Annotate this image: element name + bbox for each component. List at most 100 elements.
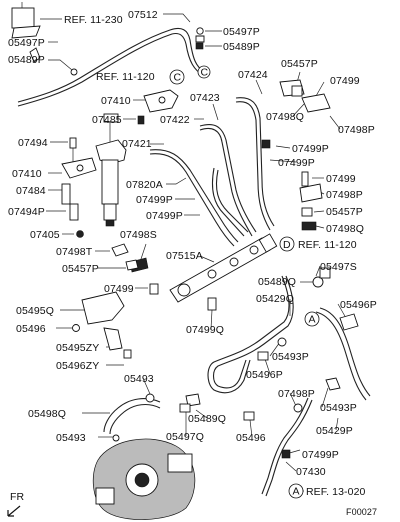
label-07499P-low: 07499P <box>302 449 339 461</box>
callout-a-2-label: A <box>293 486 300 498</box>
label-07499Q: 07499Q <box>186 324 224 336</box>
label-07405: 07405 <box>30 229 60 241</box>
fitting-05496P <box>339 313 359 331</box>
label-05457P-low: 05457P <box>62 263 99 275</box>
label-ref-11-120-top: REF. 11-120 <box>96 71 155 83</box>
fitting-05497S <box>319 267 331 279</box>
callout-d-1-label: D <box>283 239 291 251</box>
label-05495Q: 05495Q <box>16 305 54 317</box>
callouts: C C D A A <box>169 65 320 499</box>
clamp-07410-left <box>61 157 97 179</box>
label-07498S: 07498S <box>120 229 157 241</box>
label-fr: FR <box>10 491 25 503</box>
label-07424: 07424 <box>238 69 268 81</box>
fitting-05489Q-low <box>185 393 201 407</box>
clamp-07410-top <box>143 89 179 113</box>
label-07494P: 07494P <box>8 206 45 218</box>
label-07485: 07485 <box>92 114 122 126</box>
fuel-pump <box>92 438 196 520</box>
common-rail-07515A <box>169 233 278 303</box>
label-07423: 07423 <box>190 92 220 104</box>
clamp-07499-top <box>301 93 331 113</box>
label-07484: 07484 <box>16 185 46 197</box>
fitting-05497Q <box>179 403 191 413</box>
label-07494: 07494 <box>18 137 48 149</box>
label-ref-11-120-mid: REF. 11-120 <box>298 239 357 251</box>
label-07512: 07512 <box>128 9 158 21</box>
callout-c-2 <box>197 65 211 79</box>
label-05489P-top: 05489P <box>223 41 260 53</box>
bracket-05495Q <box>81 291 125 325</box>
screw-07485 <box>137 115 145 125</box>
label-07820A: 07820A <box>126 179 163 191</box>
label-07499-top: 07499 <box>330 75 360 87</box>
label-05493P-r: 05493P <box>272 351 309 363</box>
components <box>11 2 359 520</box>
bracket-05495ZY <box>103 327 123 351</box>
label-07422: 07422 <box>160 114 190 126</box>
label-07498T: 07498T <box>56 246 93 258</box>
washer-07405 <box>76 230 84 238</box>
pad-05457P-top <box>291 85 303 97</box>
fitting-05493-low <box>112 434 120 442</box>
label-07410-top: 07410 <box>101 95 131 107</box>
bolt-05489P-left <box>70 68 78 76</box>
label-05489Q: 05489Q <box>258 276 296 288</box>
label-07499P-r1: 07499P <box>292 143 329 155</box>
label-07498P-low: 07498P <box>278 388 315 400</box>
callout-a-2 <box>288 483 304 499</box>
fr-arrow-icon <box>7 505 21 517</box>
bolt-07499Q <box>207 297 217 311</box>
fitting-05493P-low <box>325 377 341 391</box>
label-figure-code: F00027 <box>346 507 377 517</box>
label-07499P-m2: 07499P <box>146 210 183 222</box>
bolt-05489P-top <box>195 42 204 50</box>
fitting-07498P-low <box>293 403 303 413</box>
callout-a-1-label: A <box>309 314 316 326</box>
fitting-05493P-r <box>277 337 287 347</box>
label-05493P-low: 05493P <box>320 402 357 414</box>
label-05496-low: 05496 <box>236 432 266 444</box>
bolt-05497P-left <box>29 47 41 63</box>
label-ref-11-230: REF. 11-230 <box>64 14 123 26</box>
label-05429Q: 05429Q <box>256 293 294 305</box>
label-07498Q-mid: 07498Q <box>326 223 364 235</box>
fitting-07499P-low <box>281 449 291 459</box>
pad-07498T <box>111 243 129 257</box>
label-05493-low: 05493 <box>56 432 86 444</box>
fitting-05489Q <box>312 276 324 288</box>
label-07498P-top: 07498P <box>338 124 375 136</box>
label-05496: 05496 <box>16 323 46 335</box>
label-05497P-left: 05497P <box>8 37 45 49</box>
bolt-05496 <box>72 324 80 332</box>
part-labels: REF. 11-230 07512 05497P 05489P 05497P 0… <box>8 9 377 517</box>
label-05497Q: 05497Q <box>166 431 204 443</box>
label-05489Q-low: 05489Q <box>188 413 226 425</box>
callout-c-1 <box>169 69 185 85</box>
label-05496P: 05496P <box>340 299 377 311</box>
label-05489P-left: 05489P <box>8 54 45 66</box>
fitting-05496P-low <box>257 351 269 361</box>
label-ref-13-020: REF. 13-020 <box>306 486 366 498</box>
label-05457P-top: 05457P <box>281 58 318 70</box>
label-07410-left: 07410 <box>12 168 42 180</box>
label-05457P-mid: 05457P <box>326 206 363 218</box>
injector-07820A <box>95 113 127 227</box>
stud-07484 <box>61 183 71 205</box>
label-05498Q: 05498Q <box>28 408 66 420</box>
label-07498P-mid: 07498P <box>326 189 363 201</box>
callout-d-1 <box>279 236 295 252</box>
label-07499-low: 07499 <box>104 283 134 295</box>
label-05497S: 05497S <box>320 261 357 273</box>
callout-c-2-label: C <box>201 67 209 79</box>
pad-05457P-mid <box>301 207 313 217</box>
pad-07498Q-mid <box>301 221 317 231</box>
label-07499P-m1: 07499P <box>136 194 173 206</box>
fitting-05493 <box>145 393 155 403</box>
stud-07494P <box>69 203 79 221</box>
fuel-pipes <box>17 27 371 497</box>
label-05496P-low: 05496P <box>246 369 283 381</box>
label-07499-mid: 07499 <box>326 173 356 185</box>
